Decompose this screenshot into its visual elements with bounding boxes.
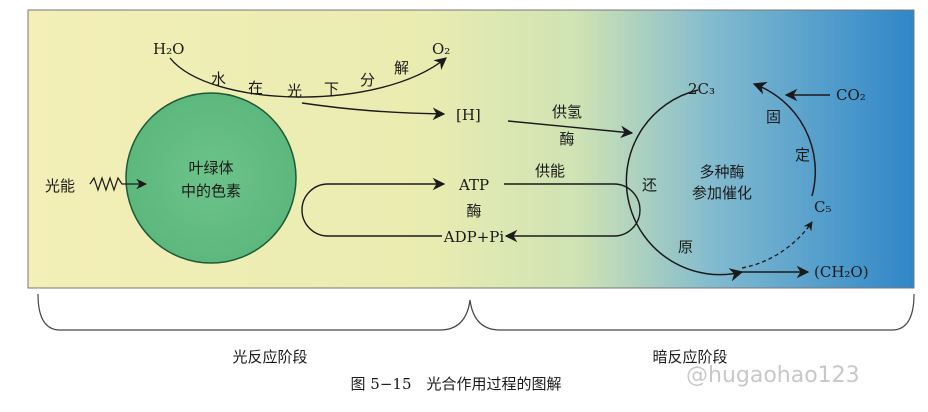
- calvin-cycle-arc: [625, 89, 744, 282]
- c5-to-c3-fixation-arc: [752, 81, 817, 197]
- split-char-1: 水: [211, 70, 226, 88]
- light-energy-label: 光能: [45, 177, 75, 195]
- water-to-hydrogen-arrow: [301, 102, 446, 121]
- enzymes-label-line2: 参加催化: [692, 184, 752, 202]
- adp-label: ADP+Pi: [443, 228, 505, 246]
- c3-label: 2C₃: [688, 80, 715, 98]
- hydrogen-label: [H]: [456, 106, 481, 124]
- split-char-4: 下: [324, 80, 339, 98]
- reduce-char-1: 还: [642, 176, 657, 194]
- supply-hydrogen-arrow: [507, 120, 634, 139]
- pigment-label-line2: 中的色素: [181, 182, 241, 200]
- reduce-char-2: 原: [678, 238, 693, 256]
- atp-adp-cycle-loop: [301, 177, 446, 237]
- supply-hydrogen-enzyme: 酶: [559, 130, 574, 148]
- chloroplast-pigment-circle: [125, 92, 297, 264]
- section-brace: [37, 293, 915, 331]
- light-zigzag-arrow: [89, 176, 148, 192]
- product-label: (CH₂O): [814, 263, 869, 281]
- split-char-2: 在: [248, 79, 263, 97]
- dark-reaction-section-label: 暗反应阶段: [652, 348, 727, 366]
- split-char-5: 分: [360, 71, 375, 89]
- light-reaction-section-label: 光反应阶段: [232, 348, 307, 366]
- oxygen-label: O₂: [432, 40, 450, 58]
- supply-hydrogen-label: 供氢: [552, 103, 582, 121]
- adp-return-loop: [504, 183, 641, 243]
- fix-char-1: 固: [766, 108, 781, 126]
- atp-label: ATP: [458, 176, 489, 194]
- water-label: H₂O: [153, 40, 184, 58]
- pigment-label-line1: 叶绿体: [188, 159, 233, 177]
- split-char-6: 解: [394, 59, 409, 77]
- supply-energy-label: 供能: [535, 162, 565, 180]
- water-to-oxygen-arrow: [169, 57, 447, 98]
- c5-label: C₅: [814, 198, 832, 216]
- split-char-3: 光: [287, 82, 302, 100]
- atp-enzyme-label: 酶: [466, 202, 481, 220]
- watermark: @hugaohao123: [686, 363, 860, 388]
- regeneration-dashed-arc: [741, 221, 813, 269]
- fix-char-2: 定: [795, 146, 810, 164]
- figure-caption: 图 5−15 光合作用过程的图解: [351, 375, 562, 393]
- co2-label: CO₂: [836, 86, 866, 104]
- enzymes-label-line1: 多种酶: [699, 163, 744, 181]
